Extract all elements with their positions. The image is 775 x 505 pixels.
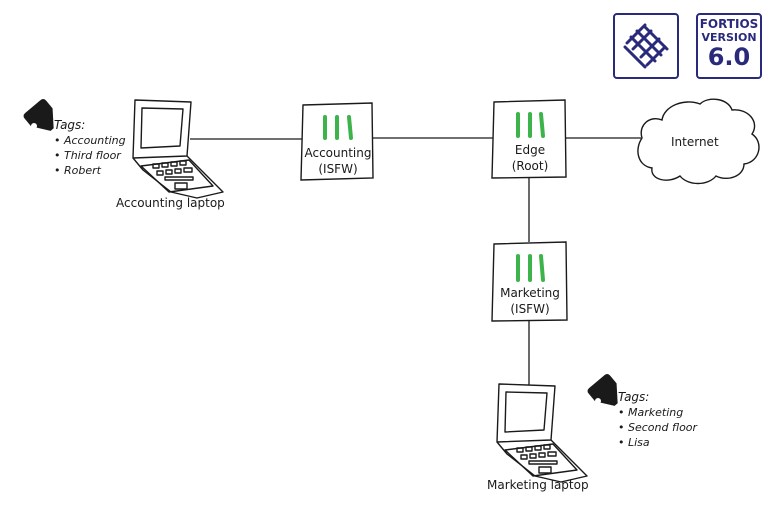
tags-title: Tags: <box>54 118 86 132</box>
device-name: Accounting <box>304 146 372 160</box>
internet-label: Internet <box>671 135 719 149</box>
version-label: VERSION <box>701 31 757 44</box>
fortios-version-badge: FORTIOS VERSION 6.0 <box>696 13 762 79</box>
accounting-laptop-icon <box>132 99 224 199</box>
device-name: Edge <box>514 143 546 157</box>
accounting-isfw-label: Accounting (ISFW) <box>300 145 376 177</box>
edge-root-label: Edge (Root) <box>492 142 568 174</box>
device-role: (ISFW) <box>510 302 550 316</box>
marketing-tag-icon <box>587 374 618 406</box>
security-fabric-badge <box>613 13 679 79</box>
accounting-laptop-label: Accounting laptop <box>116 196 225 210</box>
tag-item: • Marketing <box>618 406 684 419</box>
tag-item: • Robert <box>54 164 101 177</box>
version-number: 6.0 <box>707 43 751 71</box>
accounting-tags: Tags: • Accounting • Third floor • Rober… <box>54 118 126 178</box>
device-role: (ISFW) <box>318 162 358 176</box>
edge-fortigate-icon <box>491 99 567 179</box>
internet-cloud-icon <box>637 98 760 185</box>
fortios-label: FORTIOS <box>699 17 759 31</box>
marketing-tags: Tags: • Marketing • Second floor • Lisa <box>618 390 697 450</box>
device-role: (Root) <box>511 159 549 173</box>
tag-item: • Accounting <box>54 134 126 147</box>
marketing-laptop-icon <box>496 383 588 483</box>
marketing-fortigate-icon <box>491 241 568 322</box>
accounting-fortigate-icon <box>300 102 374 181</box>
security-fabric-icon <box>623 23 669 69</box>
tag-item: • Lisa <box>618 436 650 449</box>
tags-title: Tags: <box>618 390 650 404</box>
tag-item: • Third floor <box>54 149 121 162</box>
marketing-isfw-label: Marketing (ISFW) <box>492 285 568 317</box>
accounting-tag-icon <box>23 99 54 131</box>
tag-item: • Second floor <box>618 421 698 434</box>
marketing-laptop-label: Marketing laptop <box>487 478 589 492</box>
device-name: Marketing <box>500 286 560 300</box>
